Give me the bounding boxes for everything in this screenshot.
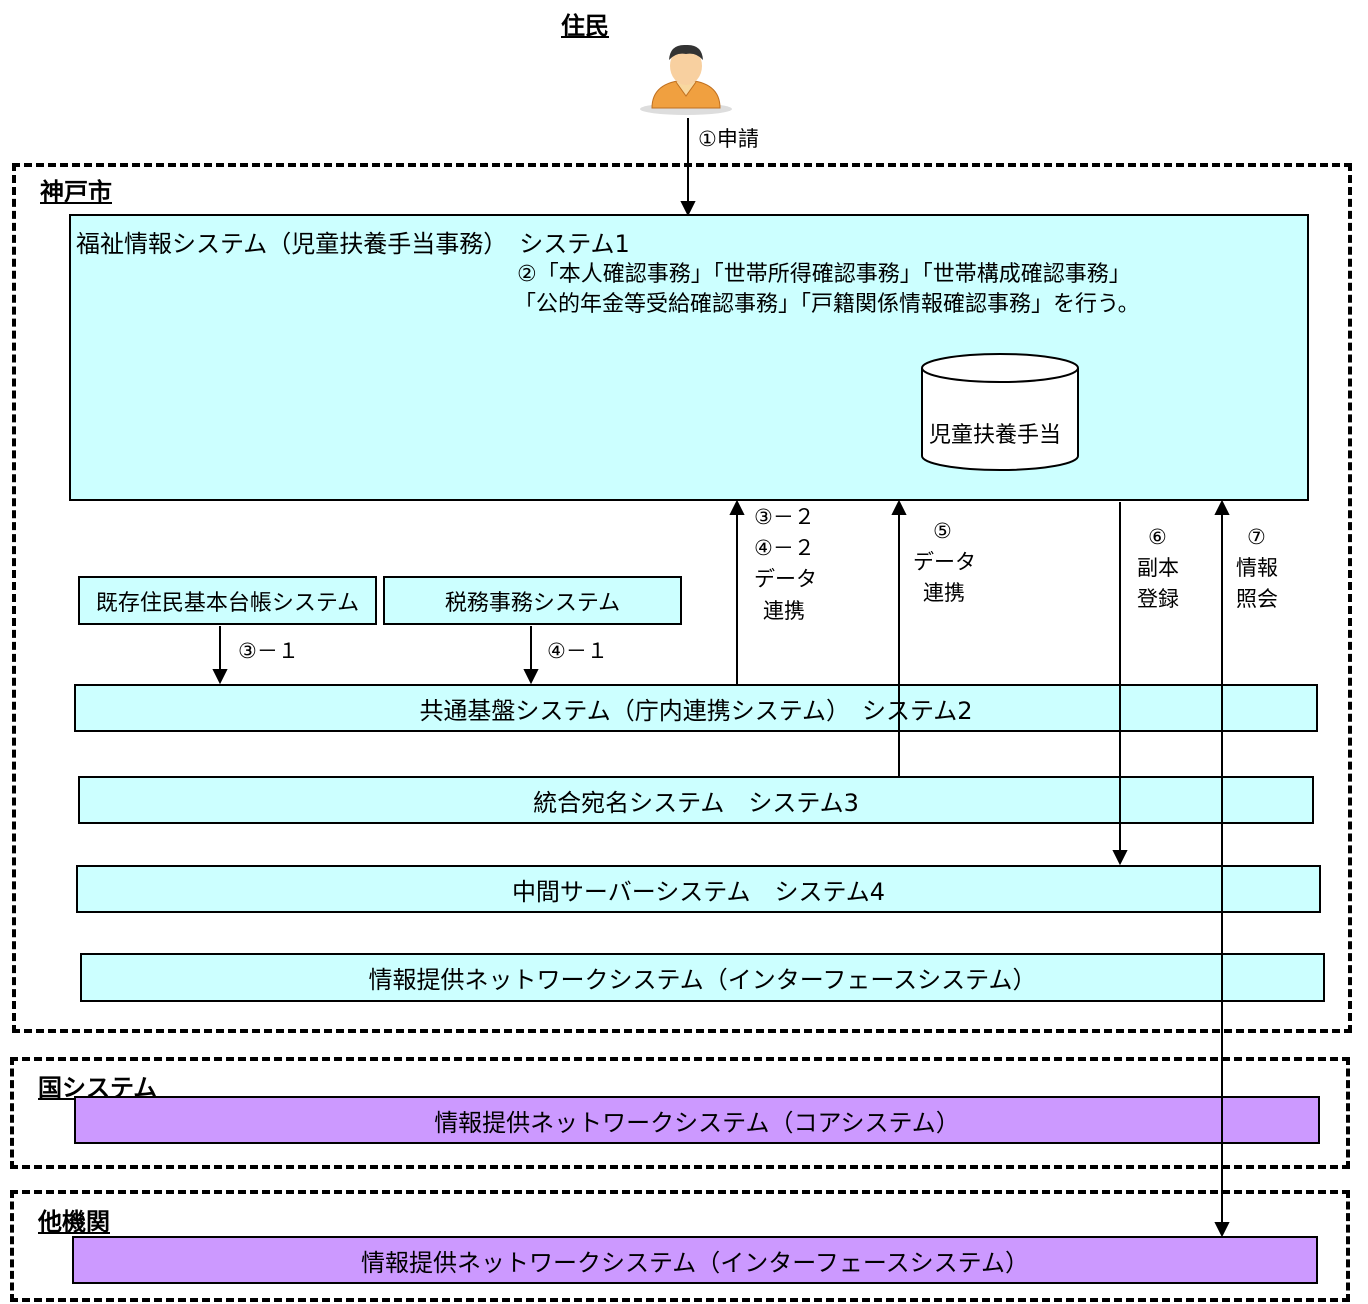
juki-system-box: 既存住民基本台帳システム bbox=[78, 576, 377, 625]
address-system-box: 統合宛名システム システム3 bbox=[78, 776, 1314, 824]
common-platform-box: 共通基盤システム（庁内連携システム） システム2 bbox=[74, 684, 1318, 732]
data-link-b-line2: 連携 bbox=[923, 581, 965, 605]
data-link-b-line1: データ bbox=[913, 550, 976, 574]
copy-register-line2: 登録 bbox=[1137, 587, 1179, 611]
data-link-a-line1: データ bbox=[754, 567, 817, 591]
info-inquiry-line1: 情報 bbox=[1236, 556, 1278, 580]
kobe-interface-box: 情報提供ネットワークシステム（インターフェースシステム） bbox=[80, 953, 1325, 1002]
step6-label: ⑥ bbox=[1148, 525, 1167, 549]
step2-line1: ②「本人確認事務」「世帯所得確認事務」「世帯構成確認事務」 bbox=[517, 262, 1131, 287]
kobe-title: 神戸市 bbox=[40, 178, 112, 206]
step3-2-label: ③－２ bbox=[754, 505, 815, 529]
step4-1-label: ④－１ bbox=[547, 639, 608, 663]
step7-label: ⑦ bbox=[1247, 525, 1266, 549]
other-interface-box: 情報提供ネットワークシステム（インターフェースシステム） bbox=[72, 1236, 1318, 1284]
step1-label: ①申請 bbox=[698, 127, 759, 151]
kuni-boundary bbox=[10, 1057, 1350, 1169]
step4-2-label: ④－２ bbox=[754, 536, 815, 560]
resident-title: 住民 bbox=[561, 12, 609, 40]
copy-register-line1: 副本 bbox=[1137, 556, 1179, 580]
info-inquiry-line2: 照会 bbox=[1236, 587, 1278, 611]
welfare-system-box bbox=[69, 214, 1309, 501]
other-boundary bbox=[10, 1190, 1350, 1302]
other-title: 他機関 bbox=[38, 1208, 110, 1236]
step3-1-label: ③－１ bbox=[238, 639, 299, 663]
database-label: 児童扶養手当 bbox=[929, 423, 1062, 448]
welfare-system-title: 福祉情報システム（児童扶養手当事務） システム1 bbox=[76, 230, 630, 258]
tax-system-box: 税務事務システム bbox=[383, 576, 682, 625]
intermediate-server-box: 中間サーバーシステム システム4 bbox=[76, 865, 1321, 913]
core-system-box: 情報提供ネットワークシステム（コアシステム） bbox=[74, 1096, 1320, 1144]
kobe-boundary bbox=[12, 163, 1352, 1033]
step2-line2: 「公的年金等受給確認事務」「戸籍関係情報確認事務」を行う。 bbox=[514, 292, 1140, 317]
data-link-a-line2: 連携 bbox=[763, 599, 805, 623]
step5-label: ⑤ bbox=[933, 519, 952, 543]
